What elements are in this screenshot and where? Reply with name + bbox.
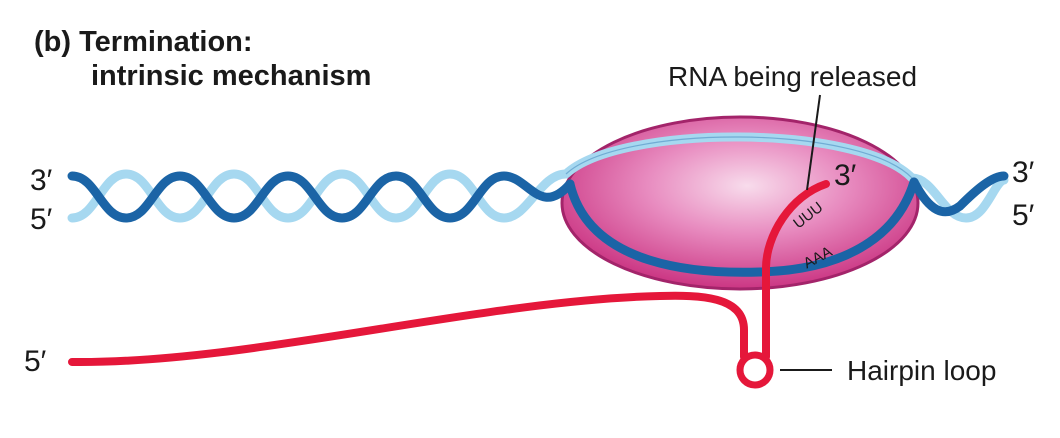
dna-inner-bottom-strand	[565, 177, 919, 277]
panel-letter: (b)	[34, 26, 72, 58]
diagram-subtitle: intrinsic mechanism	[91, 60, 372, 92]
dna-right-light-strand	[907, 173, 1009, 223]
right-top-end-label: 3′	[1012, 156, 1035, 189]
left-top-end-label: 3′	[30, 164, 53, 197]
dna-left-dark-strand	[67, 171, 575, 223]
diagram-title: (b) Termination:	[34, 25, 253, 59]
left-bottom-end-label: 5′	[30, 203, 53, 236]
rna-released-label: RNA being released	[668, 61, 917, 92]
rna-polymerase	[560, 115, 920, 291]
title-line-1: Termination:	[79, 26, 253, 58]
right-bottom-end-label: 5′	[1012, 199, 1035, 232]
hairpin-loop-label: Hairpin loop	[847, 355, 996, 386]
rna-3-end-label: 3′	[834, 159, 857, 192]
rna-5-end-label: 5′	[24, 345, 47, 378]
rna-released-leader	[806, 94, 821, 191]
hairpin-loop-circle	[736, 351, 774, 389]
rna-transcript	[68, 180, 830, 367]
dna-right-dark-strand	[909, 171, 1009, 217]
